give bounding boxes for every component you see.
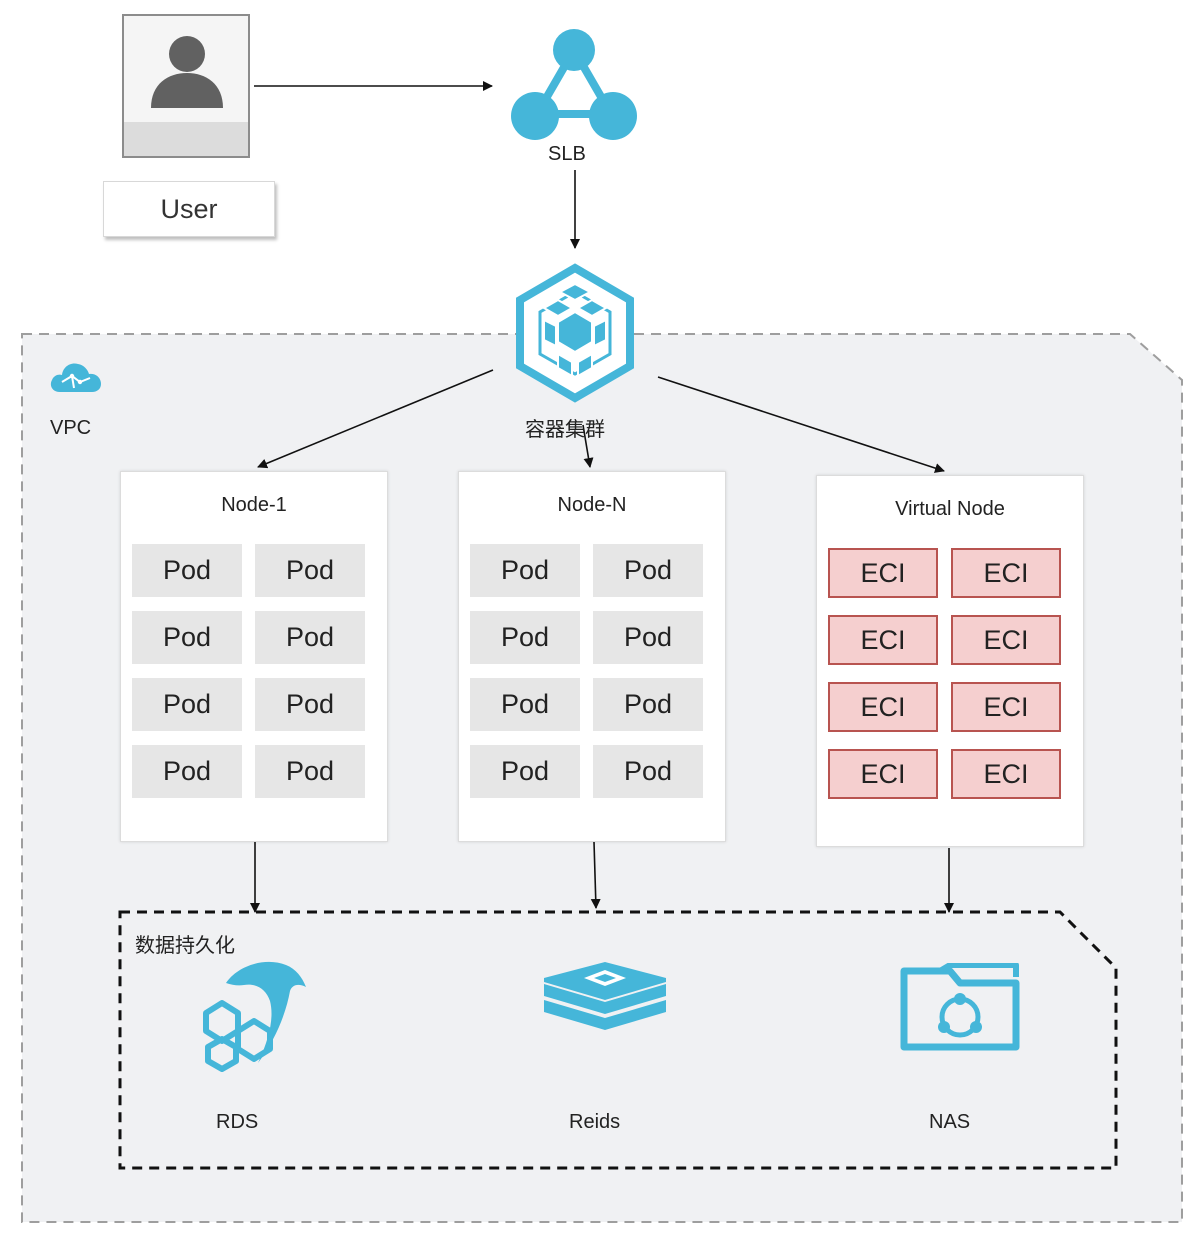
eci-box: ECI <box>828 615 938 665</box>
node-card-node-n: Node-N Pod Pod Pod Pod Pod Pod Pod Pod <box>458 471 726 842</box>
redis-icon <box>544 962 666 1030</box>
eci-grid: ECI ECI ECI ECI ECI ECI ECI ECI <box>828 548 1061 799</box>
vpc-label: VPC <box>50 417 92 439</box>
node-title: Node-1 <box>221 494 287 516</box>
persistence-label: 数据持久化 <box>135 935 235 957</box>
slb-icon <box>511 29 637 140</box>
pod-box: Pod <box>132 544 242 597</box>
pod-box: Pod <box>593 745 703 798</box>
nas-icon <box>900 963 1020 1051</box>
rds-label: RDS <box>216 1111 259 1133</box>
pod-box: Pod <box>593 611 703 664</box>
cluster-label: 容器集群 <box>525 419 605 441</box>
node-title: Node-N <box>557 494 627 516</box>
slb-label: SLB <box>548 143 586 165</box>
pod-box: Pod <box>132 678 242 731</box>
container-cluster-icon <box>516 263 634 403</box>
eci-box: ECI <box>951 749 1061 799</box>
pod-box: Pod <box>132 745 242 798</box>
pod-box: Pod <box>470 544 580 597</box>
user-label: User <box>103 181 275 237</box>
redis-label: Reids <box>569 1111 621 1133</box>
arrow-cluster-noden <box>582 424 594 468</box>
eci-box: ECI <box>951 548 1061 598</box>
eci-box: ECI <box>828 682 938 732</box>
eci-box: ECI <box>951 682 1061 732</box>
user-icon <box>151 36 223 108</box>
pod-box: Pod <box>470 678 580 731</box>
pod-box: Pod <box>132 611 242 664</box>
avatar-strip <box>124 122 248 156</box>
pod-grid: Pod Pod Pod Pod Pod Pod Pod Pod <box>132 544 365 798</box>
arrow-cluster-node1 <box>257 369 494 469</box>
eci-box: ECI <box>828 749 938 799</box>
pod-box: Pod <box>255 745 365 798</box>
pod-box: Pod <box>593 544 703 597</box>
pod-box: Pod <box>470 611 580 664</box>
pod-grid: Pod Pod Pod Pod Pod Pod Pod Pod <box>470 544 703 798</box>
node-card-node-1: Node-1 Pod Pod Pod Pod Pod Pod Pod Pod <box>120 471 388 842</box>
pod-box: Pod <box>593 678 703 731</box>
rds-icon <box>203 961 306 1072</box>
persistence-frame <box>118 910 1118 1170</box>
arrow-cluster-virtual <box>657 376 945 473</box>
vpc-cloud-icon <box>50 363 101 392</box>
node-title: Virtual Node <box>895 498 1005 520</box>
arrow-noden-redis <box>590 841 601 909</box>
user-avatar-tile <box>122 14 250 158</box>
eci-box: ECI <box>828 548 938 598</box>
pod-box: Pod <box>255 611 365 664</box>
nas-label: NAS <box>929 1111 971 1133</box>
eci-box: ECI <box>951 615 1061 665</box>
node-card-virtual-node: Virtual Node ECI ECI ECI ECI ECI ECI ECI… <box>816 475 1084 847</box>
pod-box: Pod <box>255 544 365 597</box>
pod-box: Pod <box>470 745 580 798</box>
pod-box: Pod <box>255 678 365 731</box>
